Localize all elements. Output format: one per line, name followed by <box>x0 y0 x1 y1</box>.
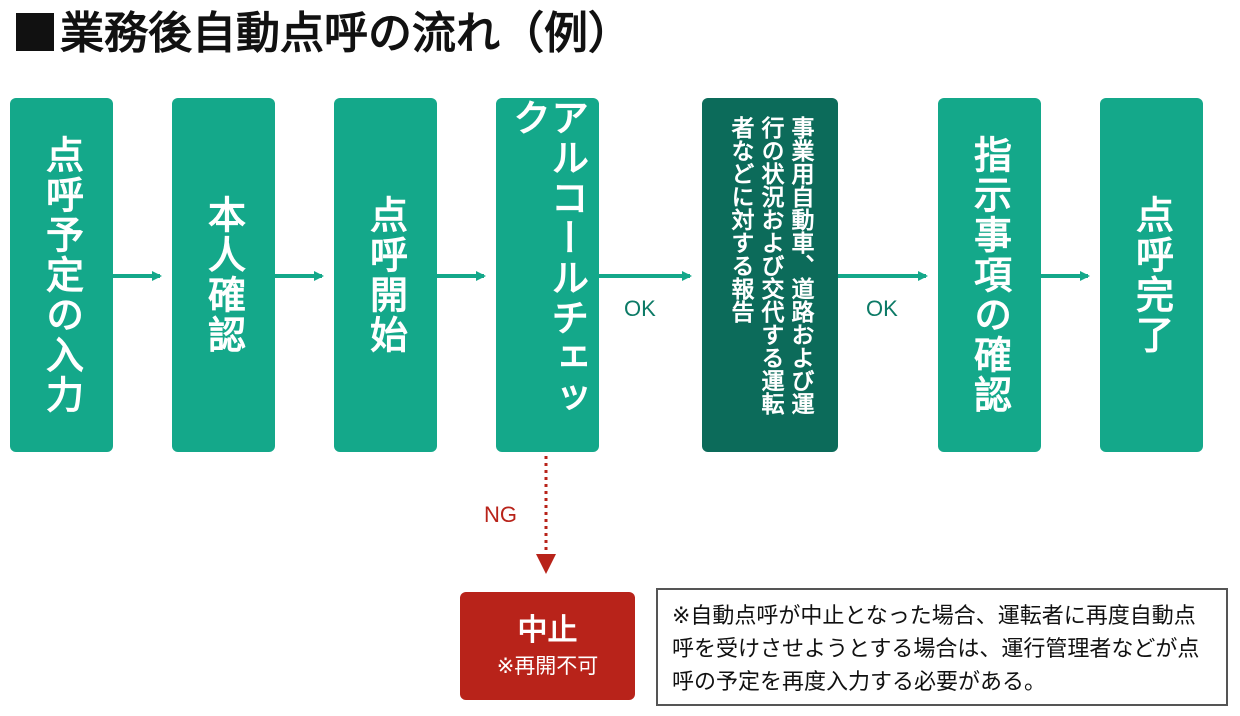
ng-label: NG <box>484 502 517 527</box>
note-box: ※自動点呼が中止となった場合、運転者に再度自動点呼を受けさせようとする場合は、運… <box>656 588 1228 706</box>
step-label: 点呼予定の入力 <box>39 135 84 415</box>
step-label: 点呼完了 <box>1129 195 1174 355</box>
stop-note: ※再開不可 <box>496 654 599 678</box>
stop-label: 中止 <box>517 613 578 648</box>
step-label: 本人確認 <box>201 195 246 355</box>
step-report: 事業用自動車、道路および運行の状況および交代する運転者などに対する報告 <box>702 98 838 452</box>
title-text: 業務後自動点呼の流れ（例） <box>60 8 632 59</box>
step-label: 事業用自動車、道路および運行の状況および交代する運転者などに対する報告 <box>727 116 813 415</box>
ok-label: OK <box>866 296 898 321</box>
page-title: 業務後自動点呼の流れ（例） <box>16 2 632 66</box>
step-schedule-input: 点呼予定の入力 <box>10 98 113 452</box>
stop-box: 中止 ※再開不可 <box>460 592 635 700</box>
step-label: アルコールチェック <box>506 98 589 418</box>
step-start-roll-call: 点呼開始 <box>334 98 437 452</box>
step-label: 点呼開始 <box>363 195 408 355</box>
step-identity-check: 本人確認 <box>172 98 275 452</box>
ok-label: OK <box>624 296 656 321</box>
step-confirm-instructions: 指示事項の確認 <box>938 98 1041 452</box>
step-label: 指示事項の確認 <box>967 135 1012 415</box>
ng-arrow-head <box>536 554 556 574</box>
title-square-bullet <box>16 13 54 51</box>
step-roll-call-complete: 点呼完了 <box>1100 98 1203 452</box>
step-alcohol-check: アルコールチェック <box>496 98 599 452</box>
